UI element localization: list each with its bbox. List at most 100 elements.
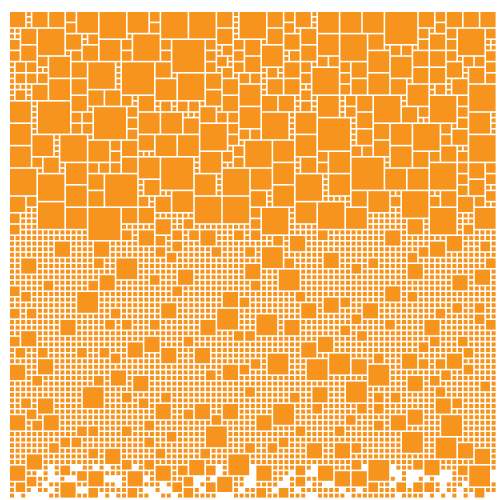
mosaic-tile [43, 314, 48, 319]
mosaic-tile [295, 168, 300, 173]
mosaic-tile [273, 465, 278, 470]
mosaic-tile [155, 286, 160, 291]
mosaic-tile [116, 437, 121, 442]
mosaic-tile [452, 297, 457, 302]
mosaic-tile [183, 353, 188, 358]
mosaic-tile [273, 308, 278, 313]
mosaic-tile [379, 247, 384, 252]
mosaic-tile [385, 303, 390, 308]
mosaic-tile [480, 364, 485, 369]
mosaic-tile [234, 280, 238, 285]
mosaic-tile [155, 364, 160, 369]
mosaic-tile [82, 409, 87, 414]
mosaic-tile [43, 258, 48, 263]
mosaic-tile [480, 437, 485, 442]
mosaic-tile [161, 364, 166, 369]
mosaic-tile [82, 280, 87, 285]
mosaic-tile [189, 387, 194, 392]
mosaic-tile [284, 303, 289, 308]
mosaic-tile [49, 230, 54, 235]
mosaic-tile [77, 325, 82, 330]
mosaic-tile [368, 437, 373, 442]
mosaic-tile [189, 292, 194, 296]
mosaic-tile [21, 28, 37, 44]
mosaic-tile [329, 152, 350, 173]
mosaic-tile [38, 488, 42, 492]
mosaic-tile [362, 448, 367, 453]
mosaic-tile [32, 404, 37, 408]
mosaic-tile [278, 292, 283, 296]
mosaic-tile [54, 359, 59, 364]
mosaic-tile [402, 286, 406, 291]
mosaic-tile [88, 460, 93, 464]
mosaic-tile [329, 404, 334, 408]
mosaic-tile [290, 336, 294, 341]
mosaic-tile [211, 415, 222, 425]
mosaic-tile [379, 331, 384, 336]
mosaic-tile [66, 336, 70, 341]
mosaic-tile [178, 359, 182, 364]
mosaic-tile [245, 409, 250, 414]
mosaic-tile [88, 280, 98, 291]
mosaic-tile [390, 280, 395, 285]
mosaic-tile [301, 409, 306, 414]
mosaic-tile [250, 420, 255, 425]
mosaic-tile [385, 314, 390, 319]
mosaic-tile [133, 426, 138, 431]
mosaic-tile [82, 264, 87, 268]
mosaic-tile [150, 432, 154, 436]
mosaic-tile [329, 280, 334, 285]
mosaic-tile [334, 409, 339, 414]
mosaic-tile [127, 34, 132, 39]
mosaic-tile [273, 454, 278, 459]
mosaic-tile [60, 448, 65, 453]
mosaic-tile [250, 280, 261, 291]
mosaic-tile [234, 28, 238, 33]
mosaic-tile [183, 308, 188, 313]
mosaic-tile [172, 325, 177, 330]
mosaic-tile [262, 448, 266, 453]
mosaic-tile [10, 353, 14, 358]
mosaic-tile [189, 12, 216, 39]
mosaic-tile [452, 387, 457, 392]
mosaic-tile [469, 415, 474, 420]
mosaic-tile [15, 409, 20, 414]
mosaic-tile [312, 432, 317, 436]
mosaic-tile [150, 376, 154, 380]
mosaic-tile [239, 353, 244, 358]
mosaic-tile [189, 437, 194, 442]
mosaic-tile [222, 448, 227, 453]
mosaic-tile [60, 336, 65, 341]
mosaic-tile [116, 325, 121, 330]
mosaic-tile [458, 376, 462, 380]
mosaic-tile [166, 264, 171, 268]
mosaic-tile [446, 320, 451, 324]
mosaic-tile [133, 460, 138, 464]
mosaic-tile [424, 387, 429, 392]
mosaic-tile [430, 376, 440, 386]
mosaic-tile [26, 230, 31, 235]
mosaic-tile [110, 292, 115, 296]
mosaic-tile [385, 415, 390, 420]
mosaic-tile [418, 426, 423, 431]
mosaic-tile [262, 292, 266, 296]
mosaic-tile [15, 482, 26, 492]
mosaic-tile [122, 482, 126, 487]
mosaic-tile [200, 264, 205, 268]
mosaic-tile [161, 40, 171, 50]
mosaic-tile [26, 471, 31, 476]
mosaic-tile [178, 404, 182, 408]
mosaic-tile [71, 79, 87, 95]
mosaic-tile [357, 252, 362, 257]
mosaic-tile [122, 460, 132, 470]
mosaic-tile [407, 348, 412, 352]
mosaic-tile [323, 180, 328, 184]
mosaic-tile [206, 482, 216, 492]
mosaic-tile [329, 398, 334, 403]
mosaic-tile [402, 224, 406, 229]
mosaic-tile [88, 448, 98, 459]
mosaic-tile [256, 241, 261, 246]
mosaic-tile [211, 364, 216, 369]
mosaic-tile [206, 308, 210, 313]
mosaic-tile [155, 392, 160, 397]
